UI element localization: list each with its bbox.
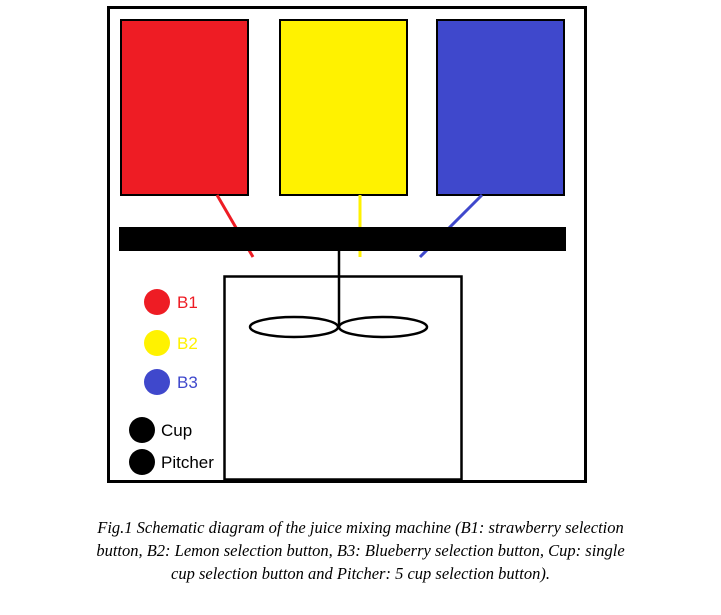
figure-caption: Fig.1 Schematic diagram of the juice mix… <box>0 516 721 585</box>
strawberry-container <box>120 19 249 196</box>
b3-label: B3 <box>177 373 198 392</box>
caption-line-2: button, B2: Lemon selection button, B3: … <box>96 541 625 560</box>
b1-label: B1 <box>177 293 198 312</box>
b2-lemon-button[interactable] <box>144 330 170 356</box>
mixer-blade-right <box>337 315 429 339</box>
b1-strawberry-button[interactable] <box>144 289 170 315</box>
dispenser-bar <box>119 227 566 251</box>
lemon-container <box>279 19 408 196</box>
cup-button[interactable] <box>129 417 155 443</box>
caption-line-1: Fig.1 Schematic diagram of the juice mix… <box>97 518 624 537</box>
caption-line-3: cup selection button and Pitcher: 5 cup … <box>171 564 550 583</box>
cup-label: Cup <box>161 421 192 440</box>
pitcher-button[interactable] <box>129 449 155 475</box>
b2-label: B2 <box>177 334 198 353</box>
juice-machine-diagram: B1 B2 B3 Cup Pitcher <box>107 6 587 483</box>
b3-blueberry-button[interactable] <box>144 369 170 395</box>
blueberry-container <box>436 19 565 196</box>
mixing-container <box>223 275 463 481</box>
pitcher-label: Pitcher <box>161 453 214 472</box>
